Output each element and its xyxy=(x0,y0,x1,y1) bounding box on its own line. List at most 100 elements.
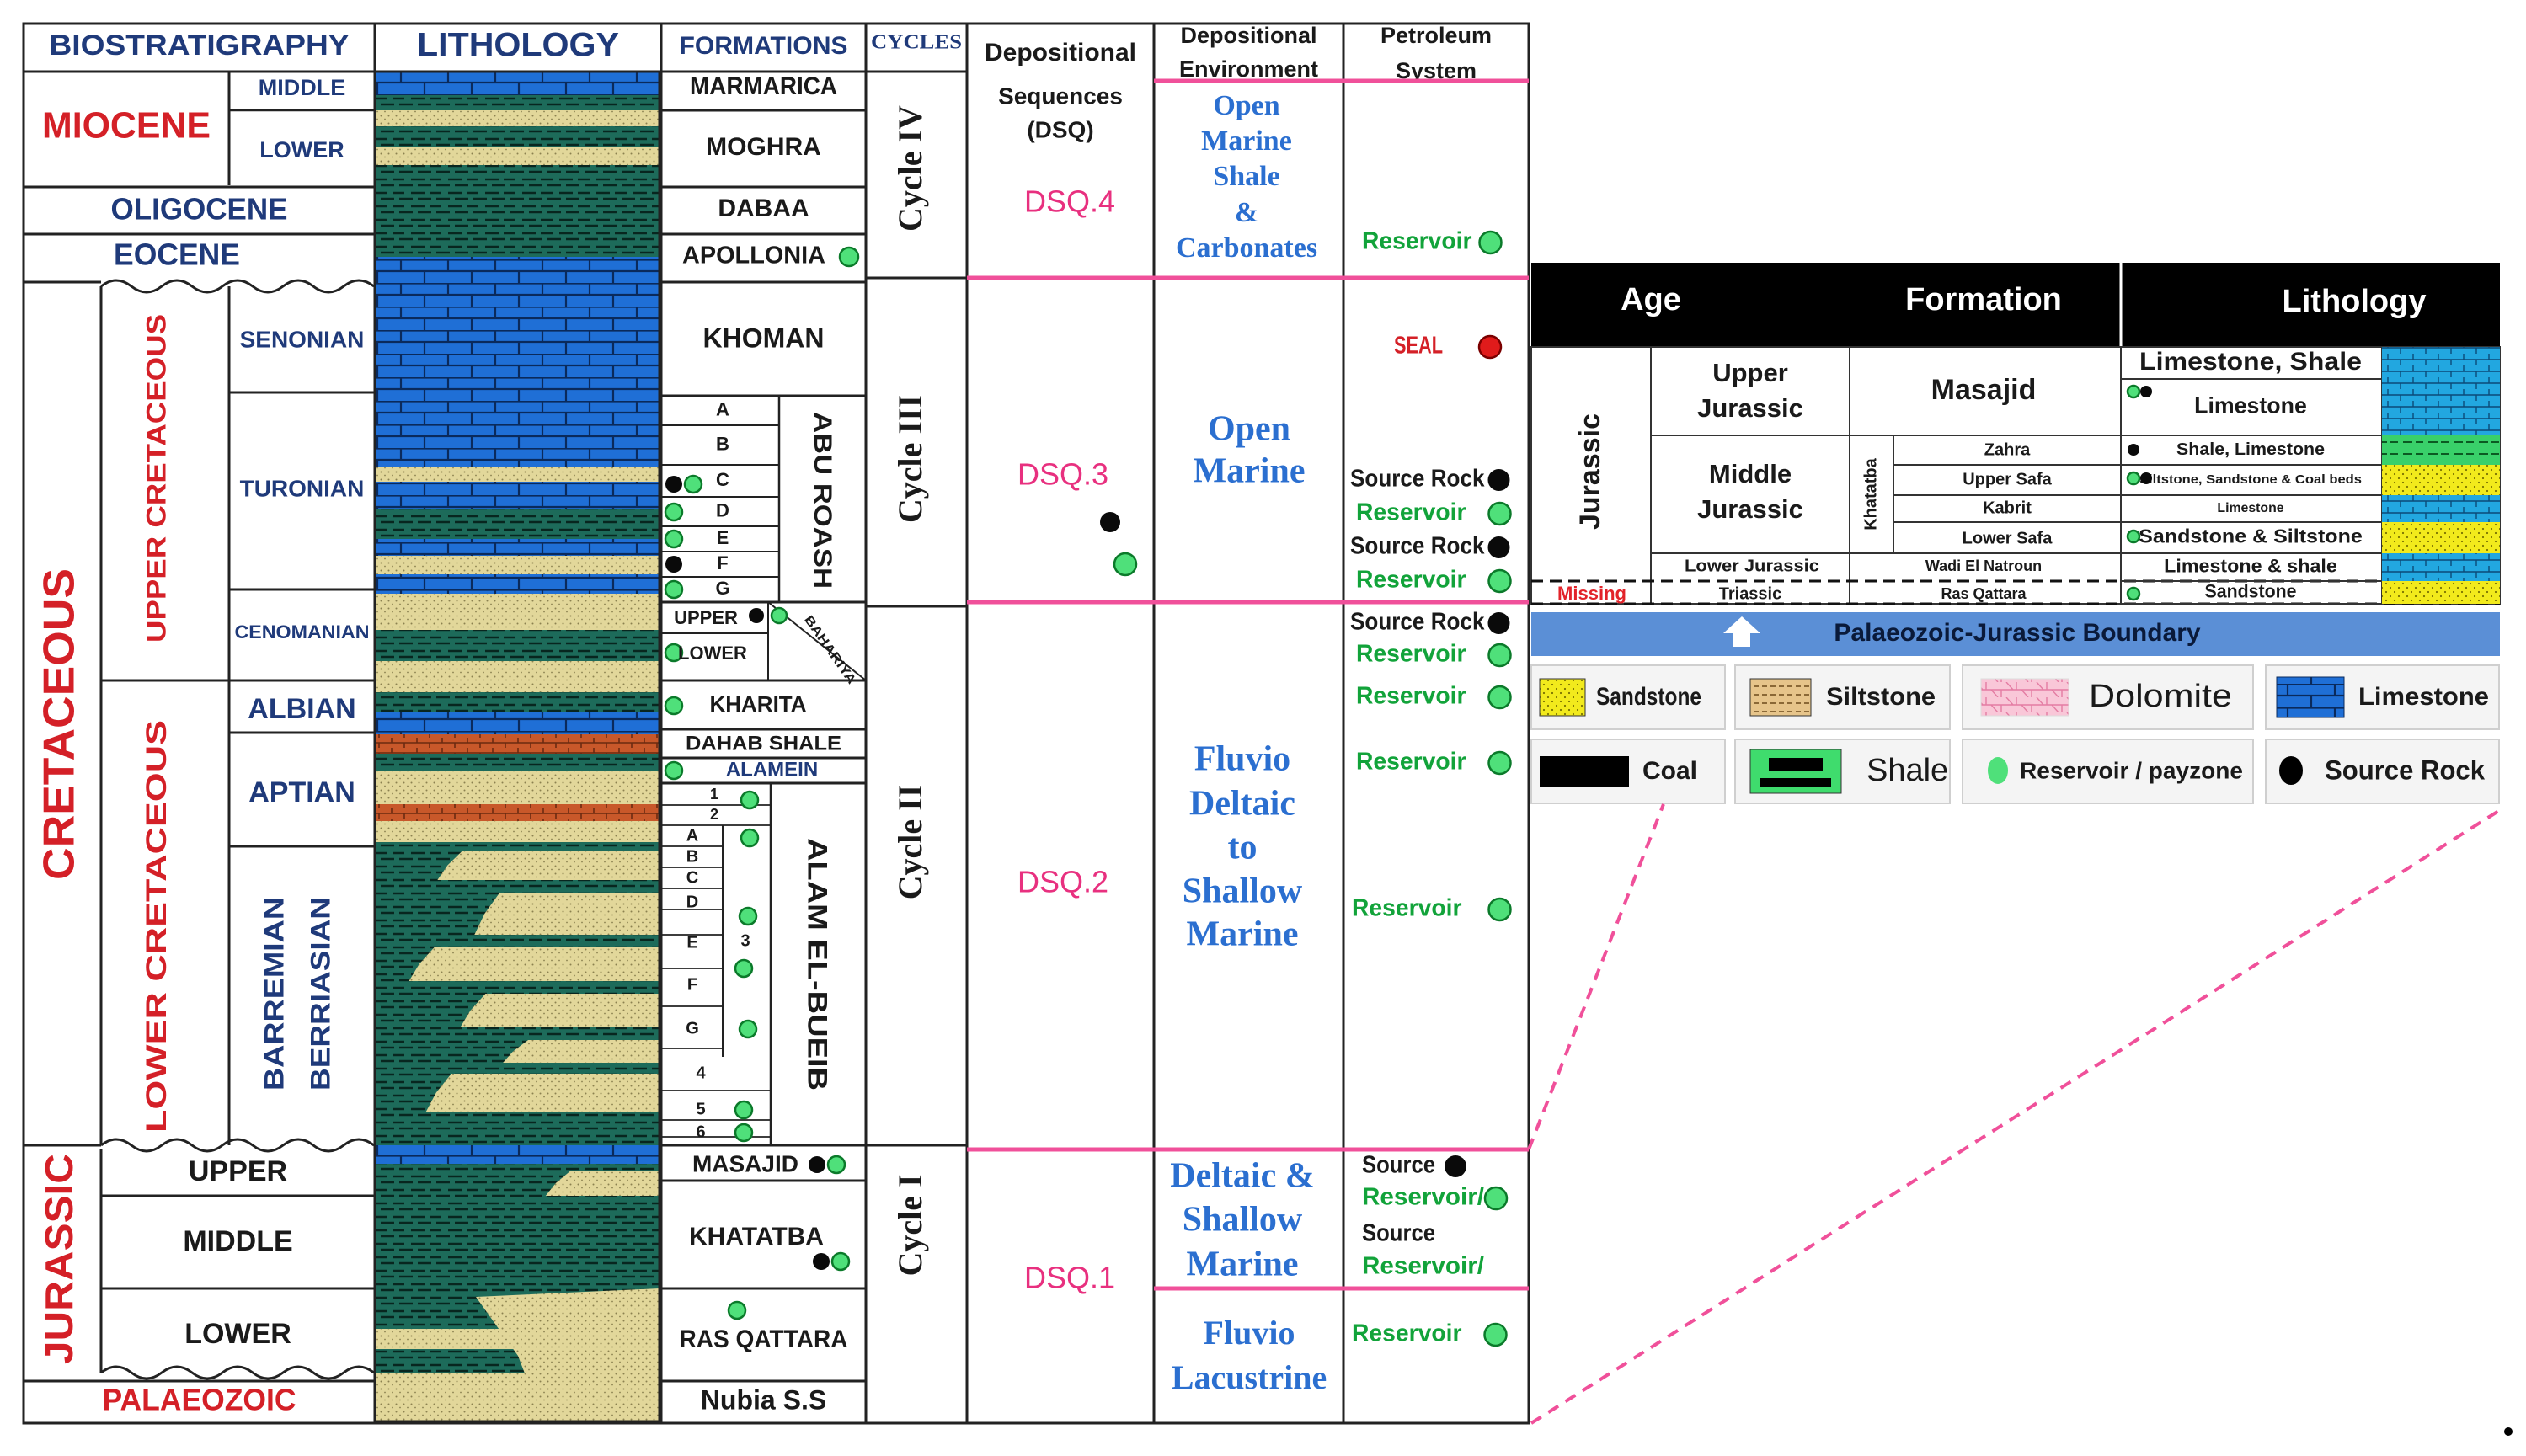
petroleum-reservoir-masajid-marker xyxy=(1483,1186,1509,1211)
lithology-sand-tongue xyxy=(409,947,660,981)
inset-lithology-label: Limestone & shale xyxy=(2164,555,2337,576)
inset-reservoir-marker xyxy=(2126,529,2141,544)
stage-middle-jurassic: MIDDLE xyxy=(183,1225,292,1257)
cycle-i: Cycle I xyxy=(891,1174,929,1276)
formation-moghra: MOGHRA xyxy=(706,133,821,161)
zoom-connector-line xyxy=(1527,803,1665,1150)
alamein-reservoir-marker xyxy=(664,760,684,781)
stage-aptian: APTIAN xyxy=(248,776,355,808)
inset-missing-label: Missing xyxy=(1557,583,1626,604)
abu-roash-member-a: A xyxy=(716,398,729,419)
legend-siltstone-label: Siltstone xyxy=(1826,683,1936,711)
legend-shale-label: Shale xyxy=(1866,753,1948,788)
petroleum-reservoir-bahariya-marker xyxy=(1487,643,1512,668)
legend-sandstone-label: Sandstone xyxy=(1596,683,1701,711)
stage-upper-jurassic: UPPER xyxy=(189,1155,287,1187)
era-oligocene: OLIGOCENE xyxy=(111,192,288,227)
lithology-sand-tongue xyxy=(474,893,660,935)
inset-period-jurassic: Jurassic xyxy=(1574,413,1606,530)
formation-bahariya: BAHARIYA xyxy=(801,613,859,687)
up-arrow-icon xyxy=(1723,616,1760,647)
inset-lithology-swatch xyxy=(2382,465,2500,495)
abu-roash-member-b: B xyxy=(716,433,729,454)
environment-open-marine: Open xyxy=(1208,410,1290,449)
aeb-member-e: E xyxy=(686,933,697,952)
petroleum-source-khatatba: Source xyxy=(1362,1220,1435,1247)
right-chart-frame xyxy=(965,22,1530,1425)
coal-swatch xyxy=(1540,756,1629,787)
formation-kharita: KHARITA xyxy=(709,691,806,717)
environment-open-marine-shale-carbonates: Shale xyxy=(1213,161,1279,192)
environment-fluvio-deltaic-shallow-marine: Shallow xyxy=(1183,872,1303,911)
aeb-reservoir-marker xyxy=(738,1019,758,1039)
bahariya-lower: LOWER xyxy=(678,643,747,664)
cycle-ii: Cycle II xyxy=(891,785,929,900)
inset-lithology-label: Limestone, Shale xyxy=(2139,348,2362,376)
petroleum-reservoir-ras-qattara: Reservoir xyxy=(1352,1320,1462,1347)
inset-lithology-label: Sandstone & Siltstone xyxy=(2139,525,2363,547)
abu-roash-member-c: C xyxy=(716,469,729,490)
petroleum-reservoir-kharita-marker xyxy=(1487,685,1512,710)
petroleum-reservoir-abu-roash-g-marker xyxy=(1487,568,1512,594)
inset-lithology-swatch xyxy=(2382,495,2500,522)
stage-berriasian: BERRIASIAN xyxy=(305,897,335,1091)
shale-swatch-mark xyxy=(1769,758,1823,771)
legend-item-source-rock xyxy=(2265,739,2500,804)
abu-roash-member-d: D xyxy=(716,499,729,520)
environment-open-marine-shale-carbonates: Marine xyxy=(1201,125,1292,157)
inset-formation-ras-qattara: Ras Qattara xyxy=(1941,585,2027,602)
legend-dolomite-label: Dolomite xyxy=(2089,679,2232,714)
environment-fluvio-deltaic-shallow-marine: Fluvio xyxy=(1194,740,1290,779)
inset-lithology-swatch xyxy=(2382,522,2500,553)
inset-lithology-label: Limestone xyxy=(2194,393,2307,419)
aeb-member-c: C xyxy=(686,868,698,887)
dsq-2: DSQ.2 xyxy=(1017,865,1108,899)
petroleum-reservoir-aeb: Reservoir xyxy=(1352,895,1462,922)
inset-lithology-swatch xyxy=(2382,379,2500,435)
inset-formation-khatatba: Khatatba xyxy=(1861,457,1880,530)
legend-limestone-label: Limestone xyxy=(2358,683,2489,711)
environment-fluvio-deltaic-shallow-marine: to xyxy=(1228,829,1258,867)
aeb-member-b: B xyxy=(686,847,698,866)
lithology-bed-shale xyxy=(375,237,660,257)
header-dsq-line-3: (DSQ) xyxy=(1027,116,1093,142)
inset-age-upper-2: Jurassic xyxy=(1697,393,1803,423)
lithology-bed-sand xyxy=(375,147,660,165)
legend-item-reservoir xyxy=(1962,739,2254,804)
dsq-3: DSQ.3 xyxy=(1017,457,1108,492)
inset-member-upper-safa: Upper Safa xyxy=(1963,470,2052,488)
lithology-sand-tongue xyxy=(545,1171,660,1196)
formation-nubia: Nubia S.S xyxy=(701,1384,826,1415)
lithology-bed-shale xyxy=(375,754,660,771)
formation-apollonia: APOLLONIA xyxy=(682,243,825,269)
inset-member-kabrit: Kabrit xyxy=(1983,499,2032,517)
header-biostratigraphy: BIOSTRATIGRAPHY xyxy=(50,29,350,61)
inset-reservoir-marker xyxy=(2126,586,2141,601)
inset-lithology-swatch xyxy=(2382,435,2500,465)
environment-deltaic-shallow-marine: Deltaic & xyxy=(1170,1157,1314,1196)
formation-alamein: ALAMEIN xyxy=(726,758,818,781)
lithology-bed-lime xyxy=(375,257,660,285)
inset-lithology-swatch xyxy=(2382,553,2500,581)
cycle-iii: Cycle III xyxy=(891,395,929,523)
header-cycles: CYCLES xyxy=(871,32,962,54)
unconformity-line xyxy=(100,1138,375,1153)
inset-lithology-label: Siltstone, Sandstone & Coal beds xyxy=(2139,472,2362,487)
lithology-bed-lime xyxy=(375,1145,660,1164)
inset-member-lower-safa: Lower Safa xyxy=(1963,529,2053,547)
lithology-bed-sand xyxy=(375,467,660,482)
sub-era-lower-cretaceous: LOWER CRETACEOUS xyxy=(141,720,173,1133)
lithology-bed-sand xyxy=(375,821,660,842)
aeb-reservoir-marker xyxy=(734,1123,754,1143)
formation-khoman: KHOMAN xyxy=(703,323,825,353)
era-palaeozoic: PALAEOZOIC xyxy=(103,1383,296,1417)
abu-roash-member-f: F xyxy=(717,552,728,573)
environment-open-marine-shale-carbonates: Open xyxy=(1213,90,1279,121)
abu-roash-e-reservoir-marker xyxy=(664,529,684,549)
inset-source-marker xyxy=(2140,386,2152,397)
environment-open-marine: Marine xyxy=(1194,452,1306,491)
formation-dahab-shale: DAHAB SHALE xyxy=(686,732,841,755)
lithology-bed-lime xyxy=(375,72,660,95)
aeb-reservoir-marker xyxy=(734,958,754,979)
